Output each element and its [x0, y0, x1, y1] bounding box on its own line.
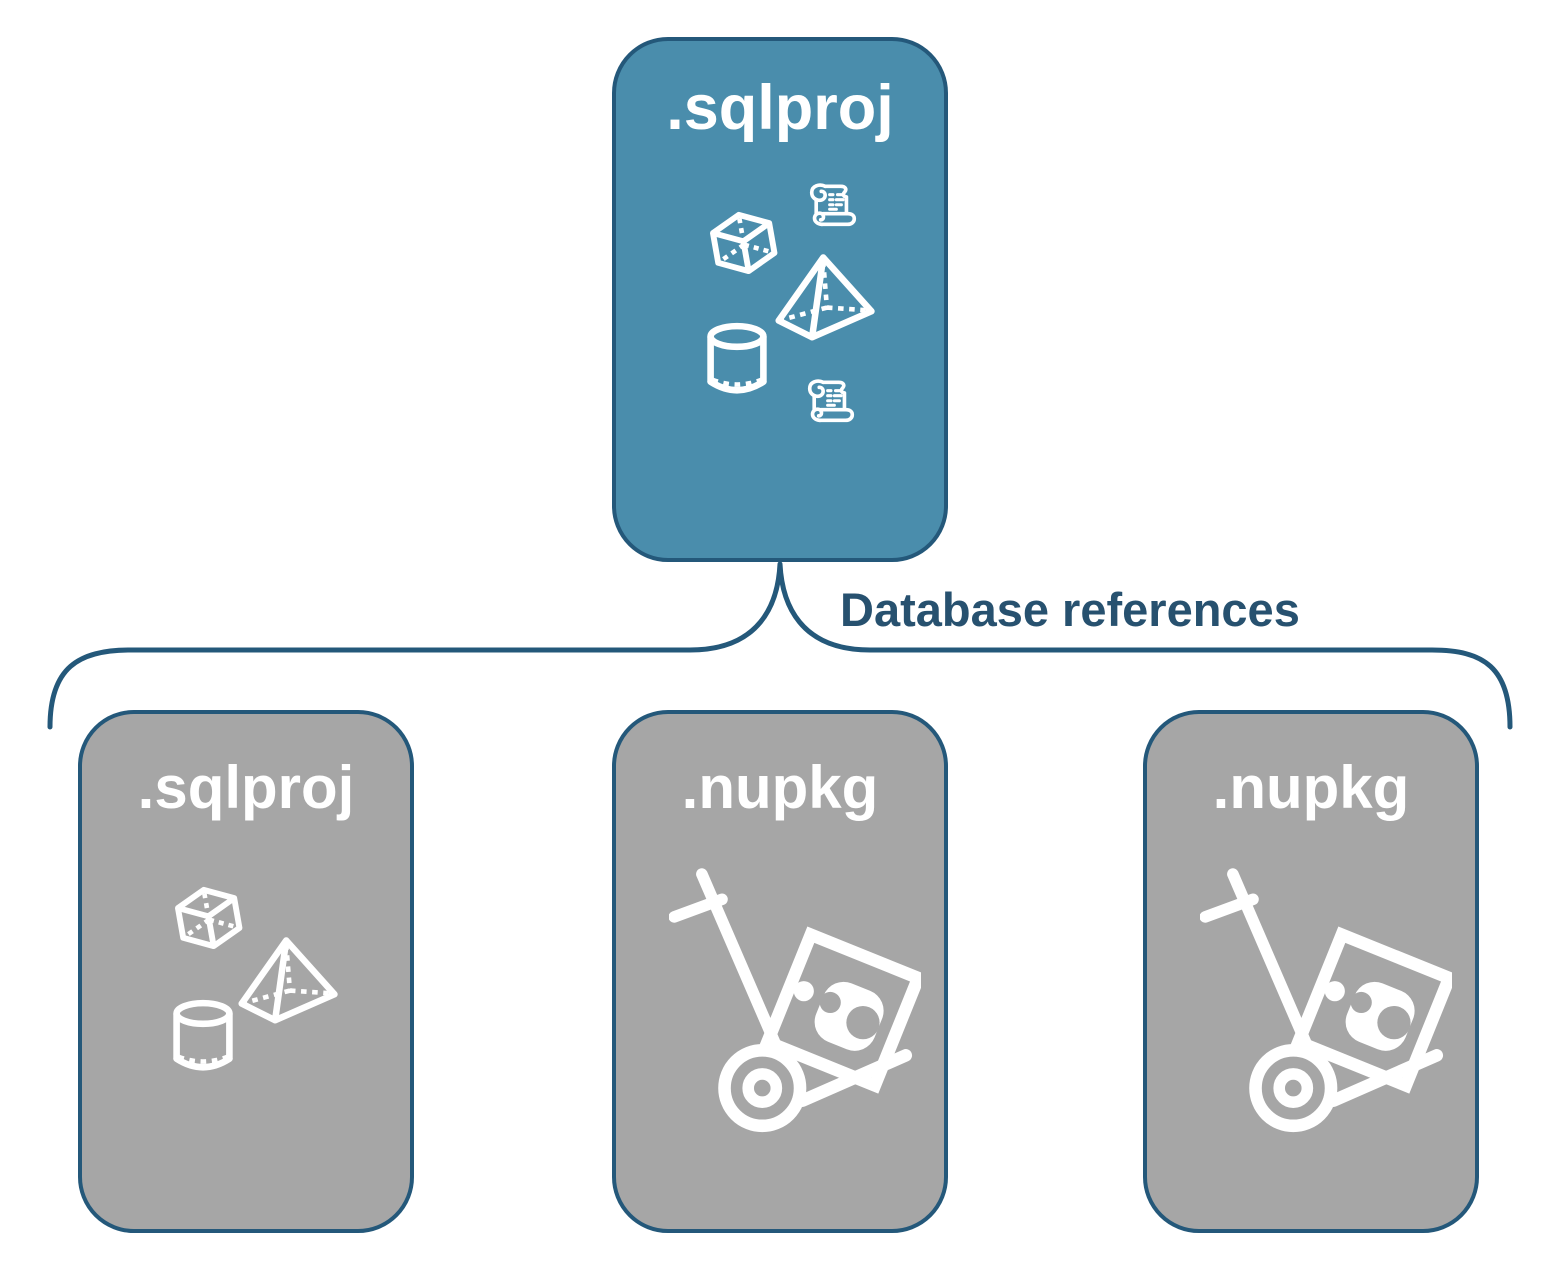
child-sqlproj-card: .sqlproj [78, 710, 414, 1233]
database-references-label: Database references [840, 583, 1300, 636]
package-handtruck-icon [1200, 859, 1452, 1151]
child-nupkg-card-2: .nupkg [1143, 710, 1479, 1233]
child-card-title: .nupkg [681, 754, 879, 821]
pyramid-icon [238, 934, 340, 1024]
pyramid-icon [775, 251, 877, 341]
root-sqlproj-card: .sqlproj [612, 37, 948, 562]
scroll-icon [805, 179, 861, 235]
child-nupkg-card-1: .nupkg [612, 710, 948, 1233]
package-handtruck-icon [669, 859, 921, 1151]
database-cylinder-icon [170, 999, 236, 1077]
cube-icon [702, 206, 786, 290]
root-card-title: .sqlproj [666, 73, 894, 143]
child-card-title: .sqlproj [137, 754, 355, 821]
scroll-icon [803, 375, 859, 431]
database-cylinder-icon [704, 322, 770, 400]
child-card-title: .nupkg [1212, 754, 1410, 821]
